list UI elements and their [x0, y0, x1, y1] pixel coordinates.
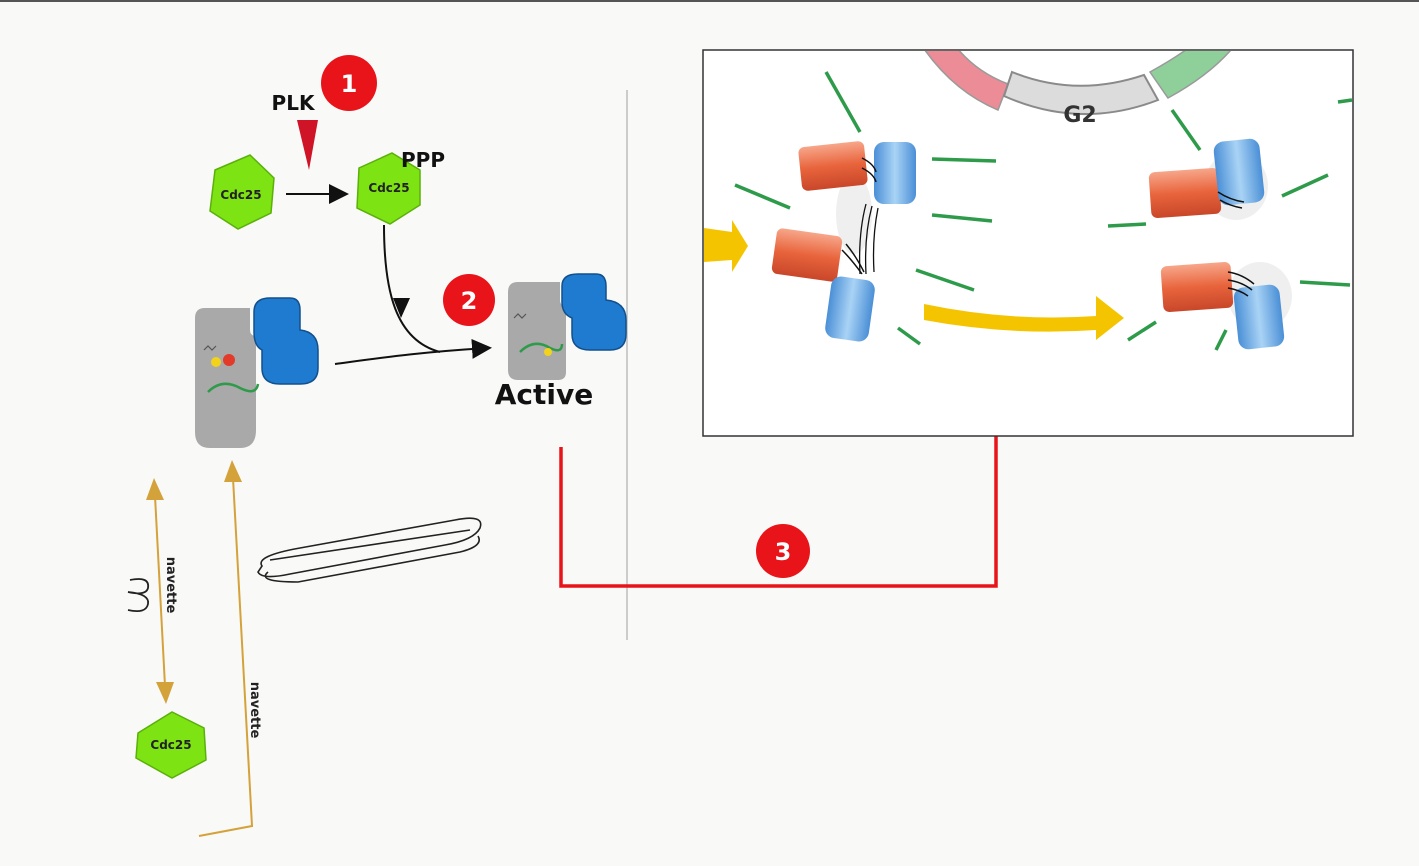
cdk-inactive-body	[195, 308, 256, 448]
cohesin-pair-right-lower	[1160, 262, 1292, 350]
cycle-s-segment	[1148, 51, 1232, 99]
phosphate-red-icon	[223, 354, 235, 366]
cdk-cyclin-active	[508, 273, 627, 380]
cdc25-inactive-label: Cdc25	[220, 188, 261, 202]
cdc25-cytoplasm-label: Cdc25	[150, 738, 191, 752]
nuclear-pore-icon	[127, 578, 150, 613]
loop-sketch-icon	[257, 517, 482, 583]
cdc25-phosphorylated-label: Cdc25	[368, 181, 409, 195]
activation-arrow	[334, 338, 492, 365]
t-loop-active	[519, 342, 564, 353]
cyclin-active-body	[561, 273, 627, 351]
plk-wedge-icon	[297, 120, 318, 170]
step-1-number: 1	[341, 70, 358, 98]
step-3-path-arrow	[559, 338, 1014, 588]
step-1-marker: 1	[321, 55, 377, 111]
cyclin-inactive-body	[253, 297, 319, 385]
cohesin-pair-left-upper	[798, 141, 916, 254]
navette-left-label: navette	[163, 557, 178, 614]
cdk-active-body	[508, 282, 566, 380]
cohesin-pair-right-upper	[1148, 138, 1268, 220]
top-border	[0, 0, 1419, 2]
step-2-marker: 2	[443, 274, 495, 326]
cohesin-pair-left-lower	[771, 203, 879, 342]
spindle-fibers	[734, 71, 1353, 351]
cdk-cyclin-inactive	[195, 297, 319, 448]
cdc25-curve-line	[383, 224, 441, 353]
yellow-transition-arrow-icon	[924, 296, 1124, 340]
cdc25-phosphorylated: Cdc25	[356, 152, 421, 225]
plk-label: PLK	[272, 91, 316, 115]
cdc25-curve-arrowhead-icon	[393, 298, 410, 318]
ppp-label: PPP	[401, 148, 445, 172]
navette-right-label: navette	[247, 682, 262, 739]
shuttle-long-arrow	[198, 460, 254, 837]
step-3-marker: 3	[756, 524, 810, 578]
cycle-m-segment	[924, 51, 1009, 111]
cdc25-cytoplasm: Cdc25	[135, 711, 207, 779]
active-label: Active	[495, 378, 594, 411]
step-3-number: 3	[775, 538, 792, 566]
g2-label: G2	[1063, 103, 1096, 128]
yellow-entry-arrow-icon	[704, 220, 748, 272]
cycle-g2-segment	[1002, 70, 1160, 116]
t-loop-inactive	[207, 382, 260, 393]
step-2-number: 2	[461, 287, 478, 315]
shuttle-double-arrow	[146, 478, 174, 704]
mitosis-inset-panel: G2	[702, 49, 1354, 437]
cdc25-inactive: Cdc25	[209, 154, 275, 230]
phosphate-yellow-icon	[211, 357, 221, 367]
